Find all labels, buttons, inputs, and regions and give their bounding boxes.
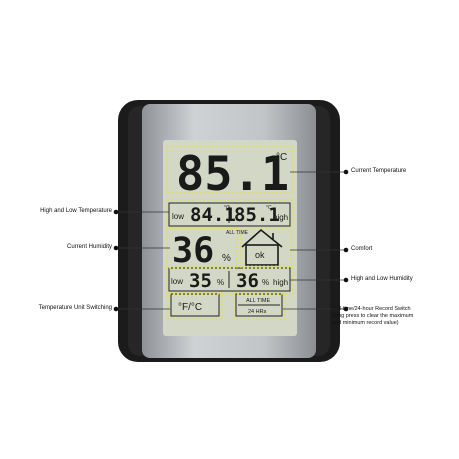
record-switch-note-2: and minimum record value) <box>332 320 399 326</box>
low-temperature-value: 84.1 <box>190 204 236 226</box>
low-humidity-label: low <box>171 277 183 286</box>
low-humidity-unit: % <box>217 278 224 287</box>
record-switch-note-1: (long press to clear the maximum <box>332 313 414 319</box>
high-humidity-value: 36 <box>236 270 259 292</box>
callout-current-humidity: Current Humidity <box>66 244 112 250</box>
current-temperature-unit: °C <box>276 152 287 163</box>
high-temperature-value: 85.1 <box>234 204 280 226</box>
record-mode-24-hrs: 24 HRs <box>248 309 267 315</box>
callout-high-low-humidity: High and Low Humidity <box>351 276 413 282</box>
callout-leaders <box>118 171 344 310</box>
current-humidity-unit: % <box>222 253 231 264</box>
current-humidity-value: 36 <box>172 231 214 271</box>
comfort-house-icon <box>241 228 283 266</box>
callout-high-low-temperature: High and Low Temperature <box>40 208 112 214</box>
low-humidity-value: 35 <box>189 270 212 292</box>
current-temperature-value: 85.1 <box>176 147 289 202</box>
record-mode-all-time: ALL TIME <box>246 298 270 304</box>
low-temperature-unit: °C <box>224 205 230 211</box>
high-temperature-unit: °C <box>266 205 272 211</box>
lcd-screen <box>163 140 297 336</box>
callout-comfort: Comfort <box>351 246 373 252</box>
callout-current-temperature: Current Temperature <box>351 168 407 174</box>
callout-record-switch: Full-time/24-hour Record Switch (long pr… <box>332 306 413 327</box>
all-time-indicator: ALL TIME <box>226 230 249 236</box>
record-switch-title: Full-time/24-hour Record Switch <box>332 306 411 312</box>
unit-switch-text: °F/°C <box>178 302 202 313</box>
low-temperature-label: low <box>172 212 184 221</box>
comfort-text: ok <box>255 250 265 260</box>
callout-temperature-unit-switching: Temperature Unit Switching <box>38 305 112 311</box>
high-humidity-label: high <box>273 278 288 287</box>
high-humidity-unit: % <box>262 278 269 287</box>
high-temperature-label: high <box>273 213 288 222</box>
